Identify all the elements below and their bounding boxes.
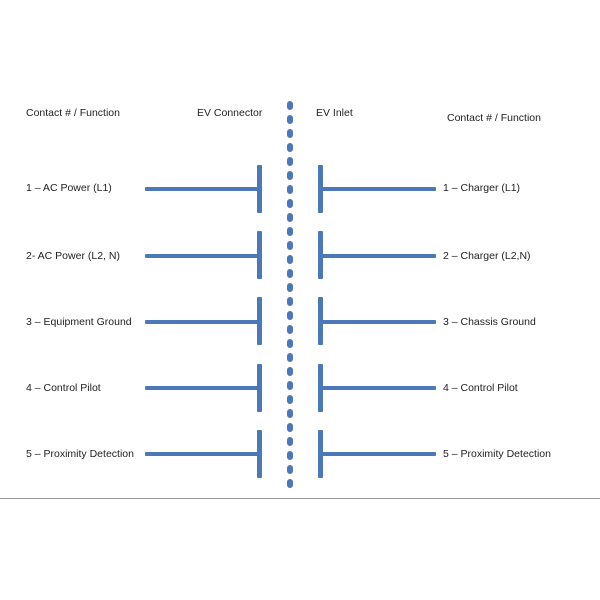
connector-contact-pin — [257, 364, 262, 412]
divider-dot — [287, 325, 293, 334]
divider-dot — [287, 409, 293, 418]
divider-dot — [287, 269, 293, 278]
divider-dot — [287, 143, 293, 152]
header-connector-function: Contact # / Function — [26, 107, 120, 119]
divider-dot — [287, 227, 293, 236]
divider-dot — [287, 213, 293, 222]
connector-contact-line — [145, 187, 261, 191]
inlet-contact-label: 3 – Chassis Ground — [443, 316, 536, 328]
divider-dot — [287, 283, 293, 292]
inlet-contact-line — [320, 254, 436, 258]
connector-contact-pin — [257, 165, 262, 213]
connector-contact-line — [145, 320, 261, 324]
divider-dot — [287, 241, 293, 250]
inlet-contact-line — [320, 452, 436, 456]
connector-contact-label: 1 – AC Power (L1) — [26, 182, 112, 194]
header-ev-inlet: EV Inlet — [316, 107, 353, 119]
divider-dot — [287, 339, 293, 348]
divider-dot — [287, 381, 293, 390]
divider-dot — [287, 451, 293, 460]
divider-dot — [287, 171, 293, 180]
mating-interface-divider — [287, 101, 294, 497]
header-inlet-function: Contact # / Function — [447, 112, 541, 124]
inlet-contact-label: 5 – Proximity Detection — [443, 448, 551, 460]
divider-dot — [287, 479, 293, 488]
connector-contact-line — [145, 452, 261, 456]
divider-dot — [287, 395, 293, 404]
divider-dot — [287, 129, 293, 138]
connector-contact-line — [145, 254, 261, 258]
header-ev-connector: EV Connector — [197, 107, 263, 119]
bottom-border — [0, 498, 600, 499]
divider-dot — [287, 101, 293, 110]
inlet-contact-line — [320, 386, 436, 390]
divider-dot — [287, 367, 293, 376]
connector-contact-line — [145, 386, 261, 390]
connector-contact-label: 3 – Equipment Ground — [26, 316, 132, 328]
connector-contact-label: 2- AC Power (L2, N) — [26, 250, 120, 262]
connector-contact-pin — [257, 231, 262, 279]
divider-dot — [287, 311, 293, 320]
inlet-contact-label: 1 – Charger (L1) — [443, 182, 521, 194]
divider-dot — [287, 465, 293, 474]
divider-dot — [287, 157, 293, 166]
inlet-contact-label: 4 – Control Pilot — [443, 382, 518, 394]
divider-dot — [287, 115, 293, 124]
divider-dot — [287, 185, 293, 194]
divider-dot — [287, 437, 293, 446]
connector-contact-pin — [257, 430, 262, 478]
inlet-contact-label: 2 – Charger (L2,N) — [443, 250, 531, 262]
connector-contact-label: 4 – Control Pilot — [26, 382, 101, 394]
connector-contact-pin — [257, 297, 262, 345]
divider-dot — [287, 255, 293, 264]
divider-dot — [287, 297, 293, 306]
divider-dot — [287, 423, 293, 432]
inlet-contact-line — [320, 187, 436, 191]
connector-contact-label: 5 – Proximity Detection — [26, 448, 134, 460]
divider-dot — [287, 199, 293, 208]
divider-dot — [287, 353, 293, 362]
inlet-contact-line — [320, 320, 436, 324]
